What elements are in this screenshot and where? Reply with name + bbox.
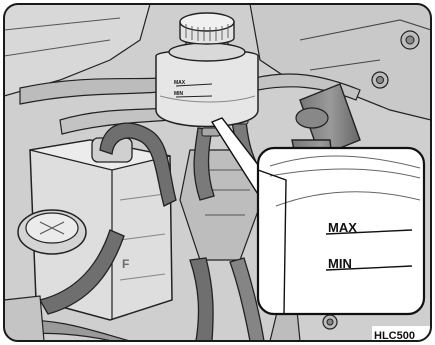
tank-letter: F bbox=[122, 257, 129, 271]
coolant-reservoir-tank: F bbox=[18, 138, 172, 320]
callout-max-label: MAX bbox=[328, 220, 357, 235]
level-callout: MAX MIN bbox=[258, 148, 424, 314]
reservoir-max-mark: MAX bbox=[174, 80, 186, 86]
lower-left-bracket bbox=[4, 296, 44, 341]
reservoir-min-mark: MIN bbox=[174, 91, 184, 97]
callout-min-label: MIN bbox=[328, 256, 352, 271]
